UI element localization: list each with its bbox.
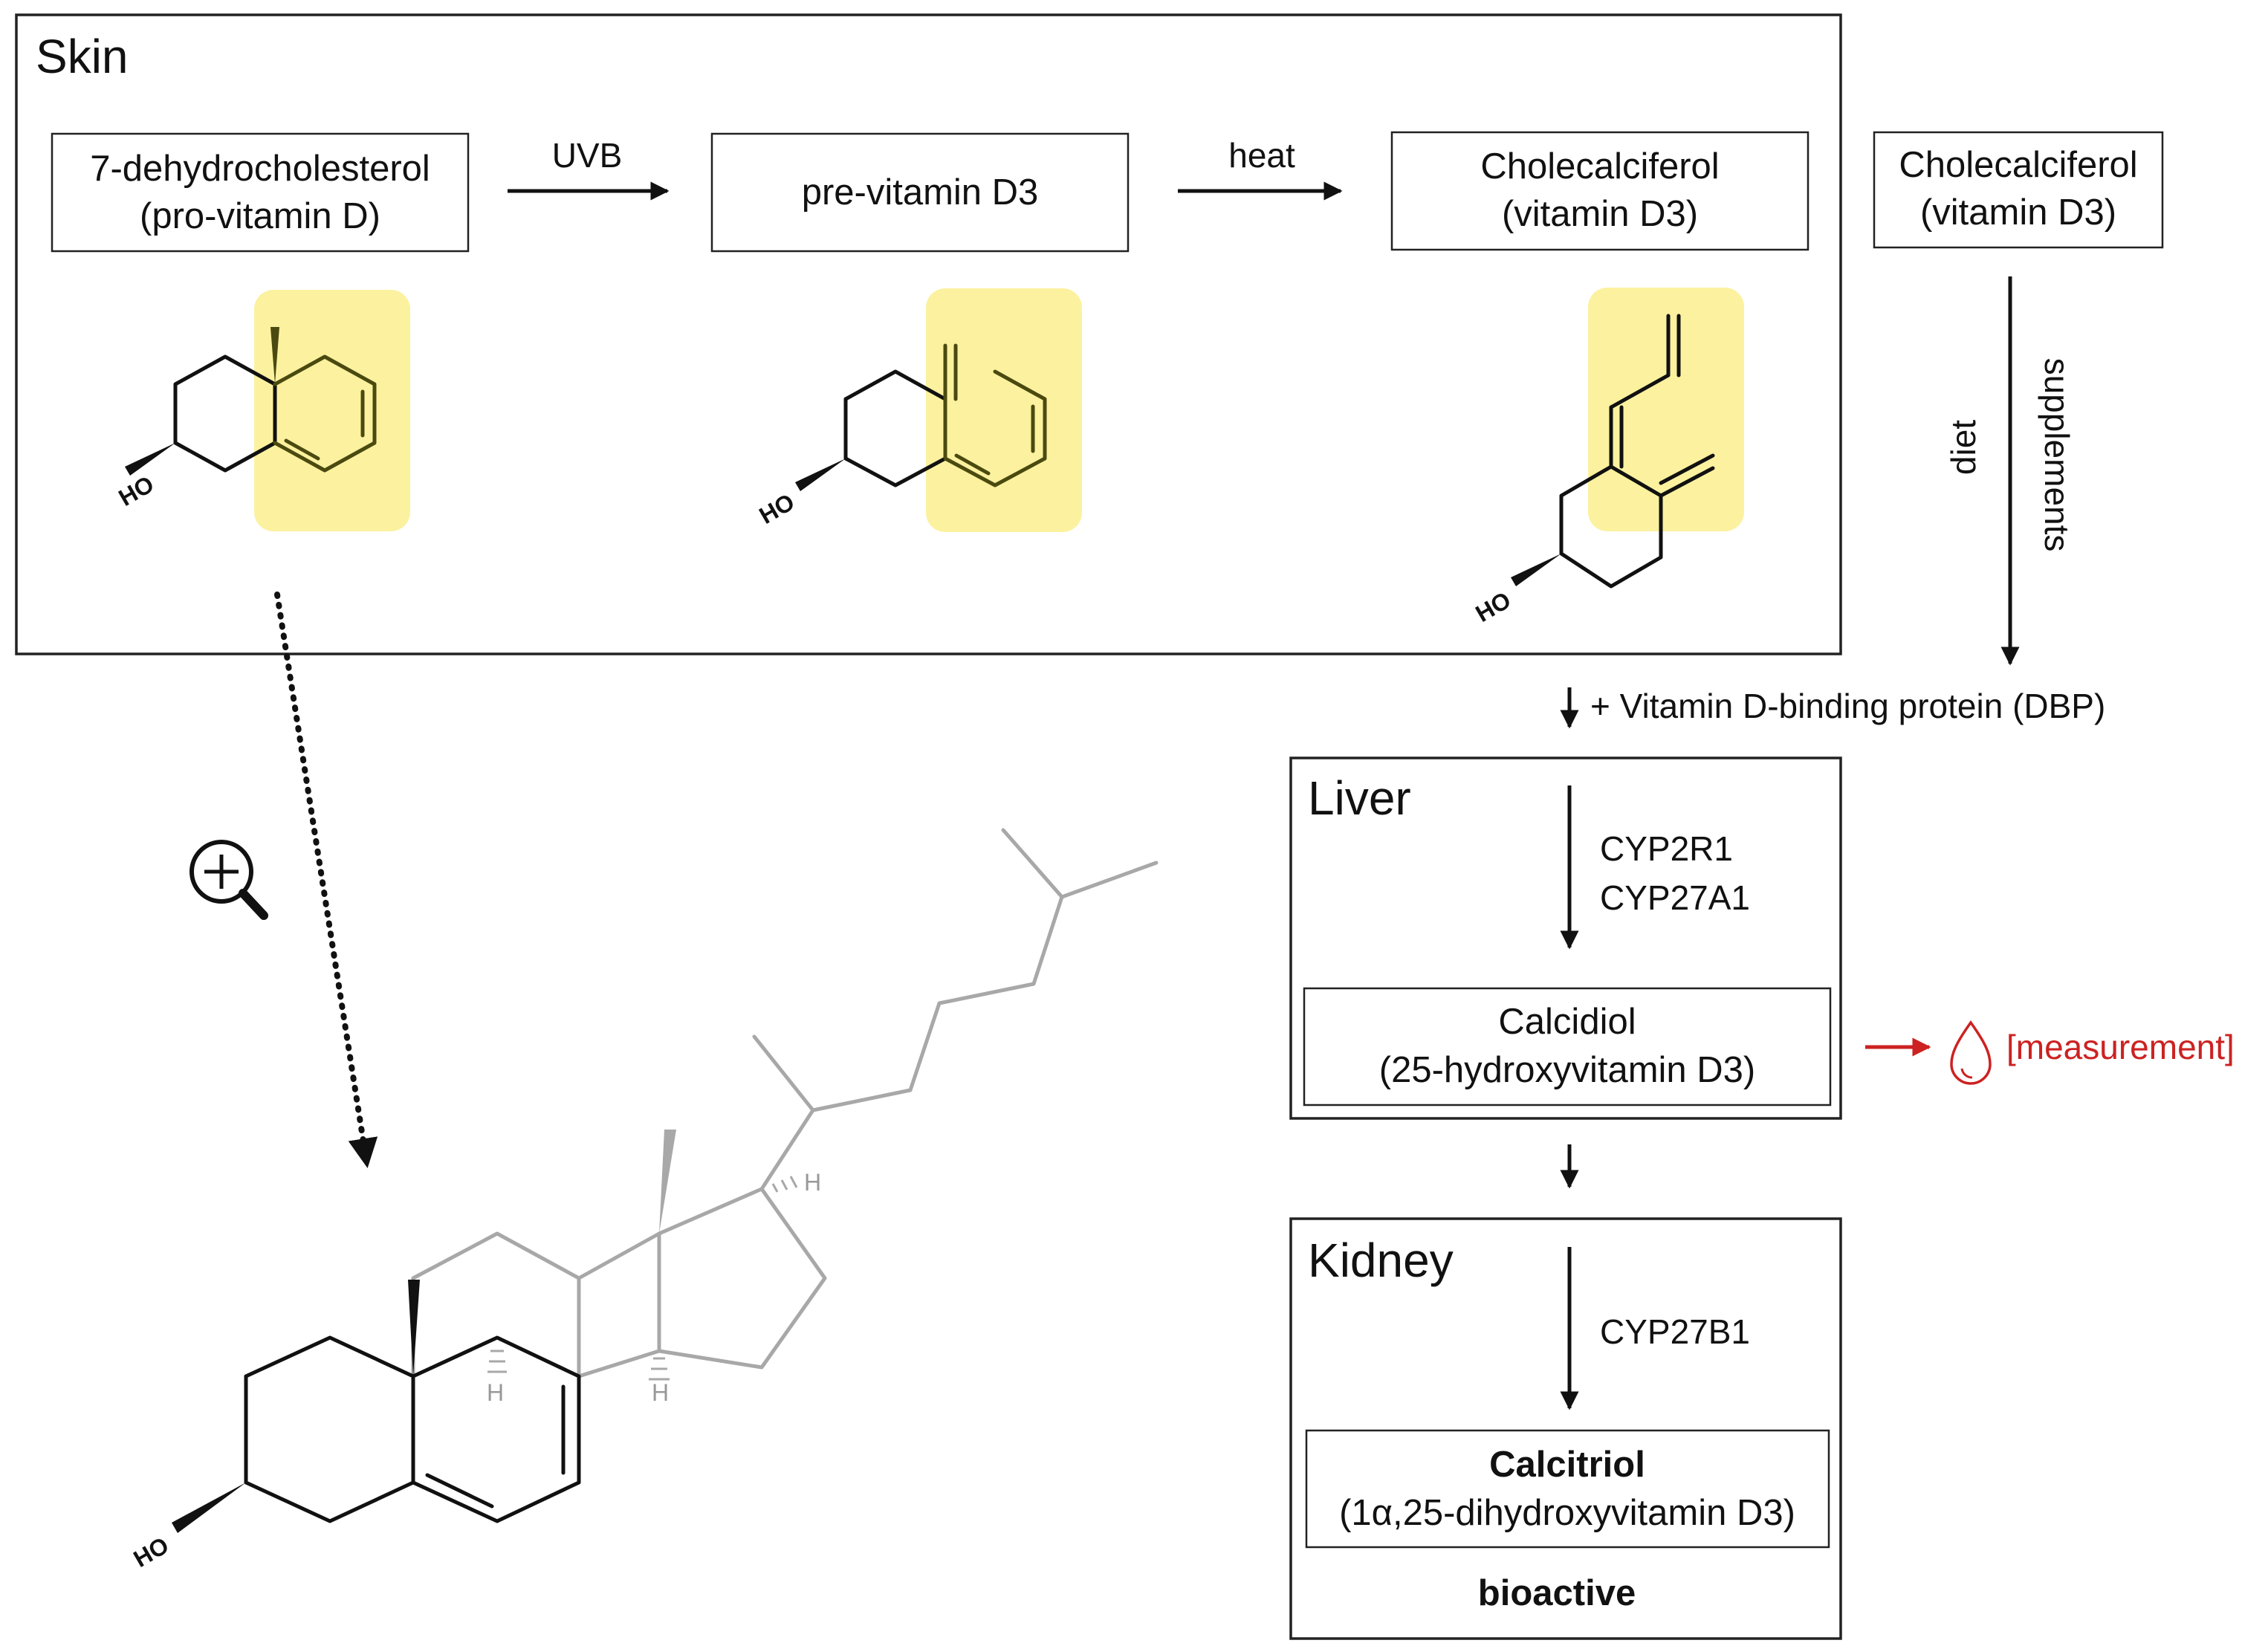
pro-vitamin-d-highlight xyxy=(254,290,410,531)
cholecalciferol-skin-alias: (vitamin D3) xyxy=(1502,194,1698,234)
calcidiol-alias: (25-hydroxyvitamin D3) xyxy=(1379,1050,1756,1090)
calcidiol-name: Calcidiol xyxy=(1498,1002,1636,1042)
cholecalciferol-structure: HO xyxy=(1471,288,1744,627)
c10-methyl-wedge xyxy=(408,1280,420,1376)
blood-drop-icon xyxy=(1950,1020,1992,1085)
pre-vitamin-d3-name: pre-vitamin D3 xyxy=(802,172,1039,213)
measurement-label: [measurement] xyxy=(2006,1028,2235,1066)
liver-enzyme-2: CYP27A1 xyxy=(1600,878,1750,917)
hydroxyl-wedge xyxy=(125,443,175,476)
skin-section-frame xyxy=(15,13,1842,655)
pro-vitamin-d-alias: (pro-vitamin D) xyxy=(140,196,380,236)
cholecalciferol-skin-box: Cholecalciferol (vitamin D3) xyxy=(1390,131,1809,251)
pre-vitamin-d3-box: pre-vitamin D3 xyxy=(710,132,1130,253)
d3-hydroxyl-wedge xyxy=(1511,554,1561,586)
liver-section-title: Liver xyxy=(1308,771,1411,825)
pre-d3-hydroxyl-wedge xyxy=(795,459,846,491)
pro-vitamin-d-name: 7-dehydrocholesterol xyxy=(90,149,430,189)
liver-enzyme-1: CYP2R1 xyxy=(1600,829,1733,868)
kidney-section-title: Kidney xyxy=(1308,1234,1454,1287)
cholecalciferol-skin-name: Cholecalciferol xyxy=(1480,146,1719,187)
supplements-label: supplements xyxy=(2038,358,2076,552)
kidney-enzyme: CYP27B1 xyxy=(1600,1312,1750,1351)
heat-label: heat xyxy=(1228,136,1295,175)
pro-vitamin-d-structure: HO xyxy=(114,290,410,531)
cholecalciferol-diet-box: Cholecalciferol (vitamin D3) xyxy=(1873,131,2164,249)
methyl-wedge xyxy=(270,327,279,384)
diet-label: diet xyxy=(1944,420,1983,475)
dbp-label: + Vitamin D-binding protein (DBP) xyxy=(1590,687,2105,725)
full-hydroxyl-wedge xyxy=(172,1483,246,1533)
cholecalciferol-diet-name: Cholecalciferol xyxy=(1899,145,2137,185)
cholecalciferol-diet-alias: (vitamin D3) xyxy=(1920,192,2116,233)
pre-vitamin-d3-structure: HO xyxy=(755,288,1082,532)
calcitriol-name: Calcitriol xyxy=(1489,1445,1645,1485)
pre-d3-hydroxyl-label: HO xyxy=(755,488,800,529)
kidney-section-frame xyxy=(1289,1217,1842,1640)
c17-hydrogen-label: H xyxy=(804,1169,821,1196)
skin-section-title: Skin xyxy=(36,30,129,83)
zoom-in-icon xyxy=(189,840,268,920)
pre-vitamin-d3-highlight xyxy=(926,288,1082,532)
liver-section-frame xyxy=(1289,756,1842,1120)
calcitriol-bioactive-note: bioactive xyxy=(1478,1573,1636,1613)
d3-hydroxyl-label: HO xyxy=(1471,586,1516,627)
c14-hydrogen-label: H xyxy=(652,1379,669,1406)
calcitriol-box: Calcitriol (1α,25-dihydroxyvitamin D3) xyxy=(1305,1429,1830,1549)
hydroxyl-label: HO xyxy=(114,470,159,511)
full-7-dehydrocholesterol-structure: H H H HO xyxy=(129,828,1159,1572)
uvb-label: UVB xyxy=(552,136,623,175)
c13-methyl-wedge xyxy=(659,1130,676,1234)
c9-hydrogen-label: H xyxy=(487,1379,504,1406)
calcidiol-box: Calcidiol (25-hydroxyvitamin D3) xyxy=(1303,987,1832,1106)
zoom-dotted-arrow xyxy=(274,592,378,1168)
calcitriol-alias: (1α,25-dihydroxyvitamin D3) xyxy=(1339,1493,1795,1533)
pro-vitamin-d-box: 7-dehydrocholesterol (pro-vitamin D) xyxy=(51,132,470,253)
full-hydroxyl-label: HO xyxy=(129,1532,174,1572)
